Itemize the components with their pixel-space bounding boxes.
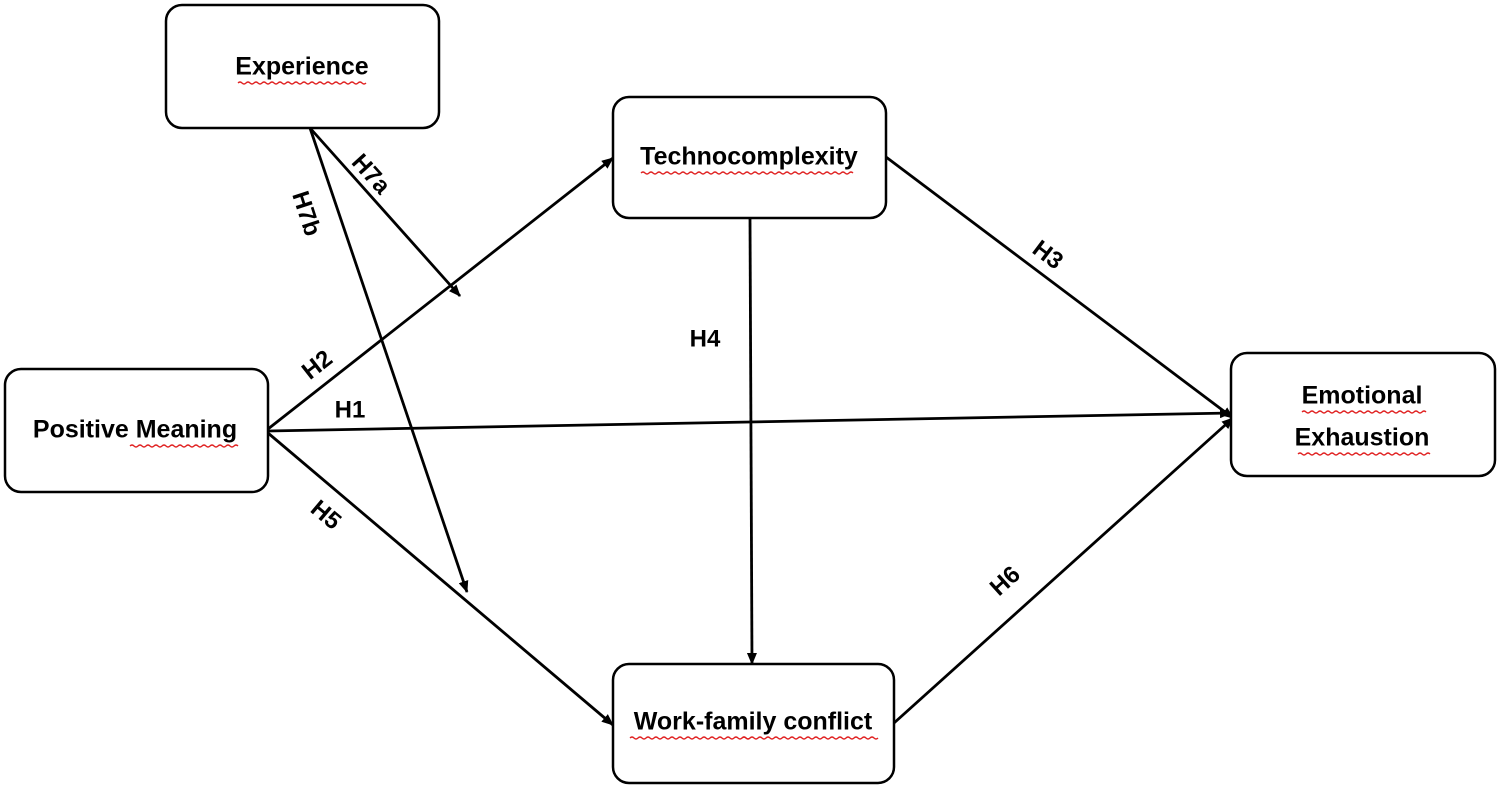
node-technocomplexity-label: Technocomplexity bbox=[640, 143, 858, 171]
edge-h4 bbox=[746, 217, 757, 665]
node-experience: Experience bbox=[164, 3, 441, 130]
edge-h7b bbox=[308, 127, 469, 593]
node-experience-label: Experience bbox=[235, 53, 369, 81]
node-emotional-exhaustion-line2: Exhaustion bbox=[1295, 424, 1430, 452]
edge-label-h5: H5 bbox=[305, 495, 346, 535]
edge-h3 bbox=[885, 155, 1234, 420]
node-positive-meaning-label: Positive Meaning bbox=[33, 416, 237, 444]
edge-h7a bbox=[308, 127, 462, 297]
edge-h2 bbox=[267, 156, 614, 431]
edge-h5 bbox=[267, 431, 614, 727]
node-positive-meaning: Positive Meaning bbox=[3, 367, 270, 494]
node-emotional-exhaustion-line1: Emotional bbox=[1302, 382, 1423, 410]
edge-label-h7a: H7a bbox=[346, 149, 396, 200]
edge-label-h6: H6 bbox=[985, 561, 1026, 602]
node-technocomplexity: Technocomplexity bbox=[611, 95, 888, 220]
node-work-family-conflict-label: Work-family conflict bbox=[634, 708, 873, 736]
edge-label-h4: H4 bbox=[690, 325, 721, 352]
edge-h6 bbox=[893, 416, 1234, 725]
edge-h1 bbox=[267, 408, 1232, 433]
node-emotional-exhaustion: Emotional Exhaustion bbox=[1229, 351, 1497, 478]
edge-label-h1: H1 bbox=[335, 396, 366, 423]
edge-label-h7b: H7b bbox=[286, 188, 326, 239]
node-work-family-conflict: Work-family conflict bbox=[611, 662, 896, 785]
